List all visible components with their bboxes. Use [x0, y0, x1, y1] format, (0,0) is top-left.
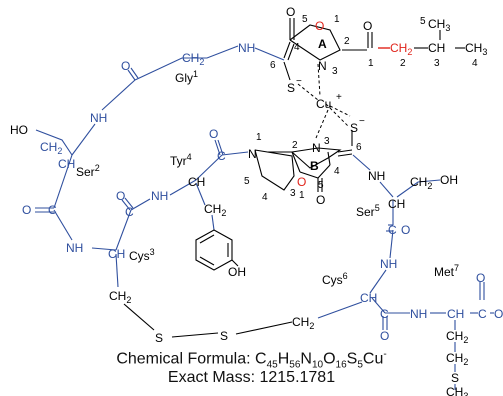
atom-o-ring-b-carbonyl: O: [316, 193, 325, 207]
num-c2: 2: [400, 58, 406, 69]
atom-c-ser2: C: [48, 203, 57, 217]
atom-oh-ser5: OH: [440, 173, 458, 187]
num-a5: 5: [302, 14, 308, 25]
core-labels: O 5 O 1 A 4 2 N 3 6 O 1 CH2 2 CH 3 CH3 5…: [155, 5, 487, 345]
num-c3: 3: [434, 58, 440, 69]
num-p5: 5: [244, 176, 250, 187]
num-c5: 5: [420, 16, 426, 27]
atom-ch3-met: CH3: [446, 385, 468, 396]
residue-ser2: Ser2: [76, 163, 100, 179]
atom-o-met-top: O: [476, 271, 485, 285]
ring-b-label: B: [310, 159, 319, 173]
atom-n-ring-a: N: [318, 59, 327, 73]
atom-nh-ser5: NH: [368, 169, 385, 183]
atom-o-ser2: O: [22, 203, 31, 217]
num-b1: 1: [299, 190, 305, 201]
atom-n-ring-b: N: [312, 141, 321, 155]
atom-nh-gly: NH: [238, 41, 255, 55]
num-p3: 3: [290, 188, 296, 199]
num-a6: 6: [270, 60, 276, 71]
atom-nh-tyr: NH: [151, 189, 168, 203]
residue-cys6: Cys6: [322, 271, 348, 287]
atom-ch3-right: CH3: [465, 41, 487, 57]
atom-ch-ser2: CH: [58, 157, 75, 171]
num-c1: 1: [368, 58, 374, 69]
atom-ch2-cys3: CH2: [109, 289, 131, 305]
num-c4: 4: [472, 58, 478, 69]
charge-s-right: −: [359, 116, 365, 127]
residue-met7: Met7: [434, 263, 459, 279]
residue-ser5: Ser5: [356, 203, 380, 219]
num-a2: 2: [344, 36, 350, 47]
num-p2: 2: [292, 140, 298, 151]
residue-tyr4: Tyr4: [170, 152, 192, 168]
atom-ch3-top: CH3: [428, 17, 450, 33]
exact-mass: Exact Mass: 1215.1781: [167, 369, 336, 386]
atom-o-cys6: O: [380, 329, 389, 343]
atom-o-ring-a-carbonyl: O: [286, 5, 295, 19]
charge-s-left: −: [296, 76, 302, 87]
cu-charge: +: [336, 92, 342, 103]
atom-o-ring-a: O: [315, 19, 324, 33]
atom-s-met: S: [451, 371, 459, 385]
atom-o-ser5: O: [401, 223, 410, 237]
num-a1: 1: [334, 14, 340, 25]
atom-c-tyr: C: [217, 149, 226, 163]
atom-o-met-right: O: [494, 307, 503, 321]
atom-s-right: S: [350, 121, 358, 135]
num-b3: 3: [324, 136, 330, 147]
num-a4: 4: [294, 42, 300, 53]
atom-ch-cys3: CH: [108, 247, 125, 261]
atom-ch-met: CH: [447, 307, 464, 321]
residue-cys3: Cys3: [129, 247, 155, 263]
num-b4: 4: [334, 166, 340, 177]
atom-nh-cys6: NH: [380, 257, 397, 271]
atom-s-left: S: [287, 81, 295, 95]
atom-o-acyl: O: [363, 19, 372, 33]
atom-o-cys3: O: [116, 189, 125, 203]
atom-ch-chain: CH: [428, 41, 445, 55]
num-b6: 6: [356, 142, 362, 153]
atom-c-cys3: C: [125, 205, 134, 219]
backbone-bonds: [35, 45, 494, 390]
ring-a-label: A: [318, 37, 327, 51]
atom-ch-ser5: CH: [388, 197, 405, 211]
atom-ch-cys6: CH: [360, 291, 377, 305]
peptide-labels: O CH2 NH Gly1 NH HO CH2 CH Ser2 O C NH C…: [10, 41, 503, 396]
core-bonds: [123, 18, 465, 338]
atom-c-met: C: [478, 307, 487, 321]
num-p4: 4: [262, 192, 268, 203]
atom-cu: Cu: [316, 97, 331, 111]
atom-ch2-red: CH2: [390, 41, 412, 57]
num-a3: 3: [332, 66, 338, 77]
num-b5: 5: [318, 180, 324, 191]
num-p1: 1: [256, 132, 262, 143]
atom-ch2-cys6: CH2: [292, 315, 314, 331]
atom-o-ring-b: O: [297, 175, 306, 189]
chemical-formula: Chemical Formula: C45H56N10O16S5Cu-: [116, 349, 387, 371]
atom-oh-tyr: OH: [228, 265, 246, 279]
atom-n-pyrrolidine: N: [248, 147, 257, 161]
atom-ch-tyr: CH: [188, 175, 205, 189]
atom-o-gly: O: [121, 59, 130, 73]
atom-ch2-met-2: CH2: [446, 351, 468, 367]
atom-s-disulfide-left: S: [155, 331, 163, 345]
atom-o-tyr: O: [209, 127, 218, 141]
atom-ho-ser2: HO: [10, 123, 28, 137]
atom-ch2-tyr: CH2: [204, 202, 226, 218]
atom-nh-cys3: NH: [66, 241, 83, 255]
atom-s-disulfide-right: S: [220, 329, 228, 343]
atom-ch2-gly: CH2: [182, 51, 204, 67]
atom-ch2-ser2: CH2: [40, 140, 62, 156]
atom-nh-met: NH: [410, 307, 427, 321]
atom-nh-ser2: NH: [90, 111, 107, 125]
atom-c-cys6: C: [380, 307, 389, 321]
residue-gly: Gly1: [175, 69, 198, 85]
atom-c-ser5: C: [388, 223, 397, 237]
atom-ch2-ser5: CH2: [410, 175, 432, 191]
atom-ch2-met-1: CH2: [446, 329, 468, 345]
